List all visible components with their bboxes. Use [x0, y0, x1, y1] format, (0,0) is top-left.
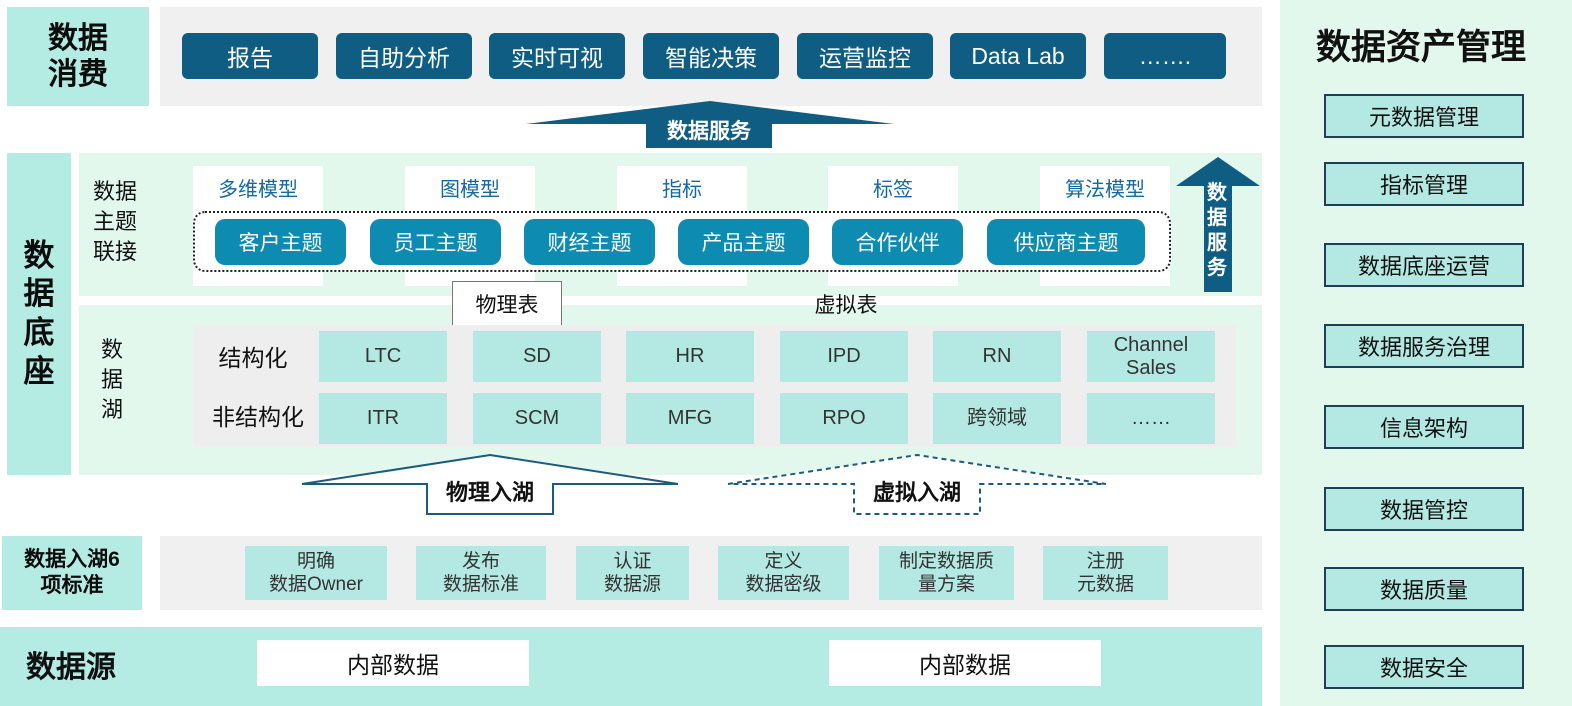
structured-label: 结构化	[218, 345, 288, 371]
topic-label-line-2: 主题	[92, 209, 137, 235]
data-service-vertical-label: 数 据 服 务	[1202, 176, 1232, 286]
standards-label-line-1: 数据入湖6	[24, 547, 120, 571]
topic-connection-label: 数据 主题 联接	[82, 170, 148, 274]
asset-management-title: 数据资产管理	[1315, 27, 1526, 67]
consume-realtime-visual-button[interactable]: 实时可视	[489, 33, 625, 79]
foundation-label-char-1: 数	[23, 237, 55, 273]
standard-publish-line-1: 发布	[461, 550, 500, 572]
standards-label-line-2: 项标准	[40, 574, 104, 597]
lake-label-char-2: 据	[100, 367, 123, 393]
consume-report-button[interactable]: 报告	[182, 33, 318, 79]
topic-label-line-1: 数据	[92, 179, 137, 205]
lake-cell-hr: HR	[626, 331, 754, 382]
standard-publish: 发布 数据标准	[416, 546, 546, 600]
topic-employee-button[interactable]: 员工主题	[370, 219, 501, 265]
standard-publish-line-2: 数据标准	[442, 574, 519, 595]
source-internal-data-2: 内部数据	[829, 640, 1101, 686]
standard-owner-line-2: 数据Owner	[269, 574, 363, 595]
standard-owner-line-1: 明确	[296, 550, 335, 572]
service-vertical-char-3: 服	[1207, 232, 1227, 254]
data-service-label: 数据服务	[667, 120, 751, 143]
asset-data-control[interactable]: 数据管控	[1324, 487, 1524, 531]
physical-ingest-label: 物理入湖	[445, 480, 534, 505]
standard-metadata-line-2: 元数据	[1076, 574, 1134, 595]
consume-datalab-button[interactable]: Data Lab	[950, 33, 1086, 79]
asset-metadata-management[interactable]: 元数据管理	[1324, 94, 1524, 138]
topic-finance-button[interactable]: 财经主题	[524, 219, 655, 265]
service-vertical-char-1: 数	[1207, 182, 1227, 204]
data-foundation-label: 数 据 底 座	[7, 153, 71, 475]
virtual-ingest-arrow	[727, 453, 1107, 515]
standard-quality-line-1: 制定数据质	[898, 550, 994, 572]
foundation-label-char-3: 底	[23, 315, 55, 350]
lake-cell-cross-domain: 跨领域	[933, 393, 1061, 444]
virtual-ingest-label: 虚拟入湖	[872, 480, 961, 505]
data-service-arrow	[526, 101, 894, 148]
standard-quality-line-2: 量方案	[917, 574, 975, 595]
lake-cell-rpo: RPO	[780, 393, 908, 444]
standard-quality-plan: 制定数据质 量方案	[879, 546, 1014, 600]
ingest-standards-label: 数据入湖6 项标准	[2, 536, 142, 610]
standard-classify: 定义 数据密级	[718, 546, 849, 600]
consume-ops-monitor-button[interactable]: 运营监控	[797, 33, 933, 79]
source-internal-data-1: 内部数据	[257, 640, 529, 686]
standard-certify: 认证 数据源	[576, 546, 689, 600]
virtual-table-label: 虚拟表	[814, 294, 878, 317]
asset-data-security[interactable]: 数据安全	[1324, 645, 1524, 689]
unstructured-label: 非结构化	[212, 404, 304, 430]
physical-table-label: 物理表	[452, 281, 562, 327]
consumption-label-line-2: 消费	[48, 57, 108, 91]
lake-label-char-1: 数	[100, 337, 123, 363]
standard-metadata-line-1: 注册	[1086, 550, 1125, 572]
topic-label-line-3: 联接	[92, 238, 137, 264]
data-source-label: 数据源	[26, 651, 116, 684]
standard-metadata: 注册 元数据	[1043, 546, 1168, 600]
consumption-label-line-1: 数据	[48, 21, 108, 55]
data-lake-label: 数 据 湖	[92, 330, 132, 430]
asset-info-architecture[interactable]: 信息架构	[1324, 405, 1524, 449]
standard-certify-line-2: 数据源	[603, 574, 661, 595]
lake-cell-mfg: MFG	[626, 393, 754, 444]
lake-cell-sd: SD	[473, 331, 601, 382]
lake-cell-channel-sales: Channel Sales	[1087, 331, 1215, 382]
data-service-vertical-arrow	[1176, 157, 1260, 292]
lake-cell-ltc: LTC	[319, 331, 447, 382]
topic-customer-button[interactable]: 客户主题	[215, 219, 346, 265]
topic-partner-button[interactable]: 合作伙伴	[832, 219, 963, 265]
data-consumption-label: 数据 消费	[7, 7, 149, 106]
consume-more-button[interactable]: …….	[1104, 33, 1226, 79]
asset-service-governance[interactable]: 数据服务治理	[1324, 324, 1524, 368]
lake-cell-more: ……	[1087, 393, 1215, 444]
topic-product-button[interactable]: 产品主题	[678, 219, 809, 265]
standard-classify-line-2: 数据密级	[745, 574, 822, 595]
lake-cell-ipd: IPD	[780, 331, 908, 382]
standard-certify-line-1: 认证	[613, 550, 652, 572]
asset-foundation-operation[interactable]: 数据底座运营	[1324, 243, 1524, 287]
service-vertical-char-2: 据	[1207, 207, 1227, 229]
lake-cell-scm: SCM	[473, 393, 601, 444]
consume-self-analysis-button[interactable]: 自助分析	[336, 33, 472, 79]
service-vertical-char-4: 务	[1207, 257, 1227, 279]
topic-supplier-button[interactable]: 供应商主题	[987, 219, 1145, 265]
consume-smart-decision-button[interactable]: 智能决策	[643, 33, 779, 79]
asset-data-quality[interactable]: 数据质量	[1324, 567, 1524, 611]
lake-cell-itr: ITR	[319, 393, 447, 444]
standard-classify-line-1: 定义	[764, 550, 803, 572]
foundation-label-char-4: 座	[23, 353, 55, 389]
physical-ingest-arrow	[301, 453, 679, 515]
lake-cell-rn: RN	[933, 331, 1061, 382]
lake-label-char-3: 湖	[100, 396, 123, 422]
standard-owner: 明确 数据Owner	[245, 546, 387, 600]
foundation-label-char-2: 据	[23, 276, 55, 312]
asset-metric-management[interactable]: 指标管理	[1324, 162, 1524, 206]
